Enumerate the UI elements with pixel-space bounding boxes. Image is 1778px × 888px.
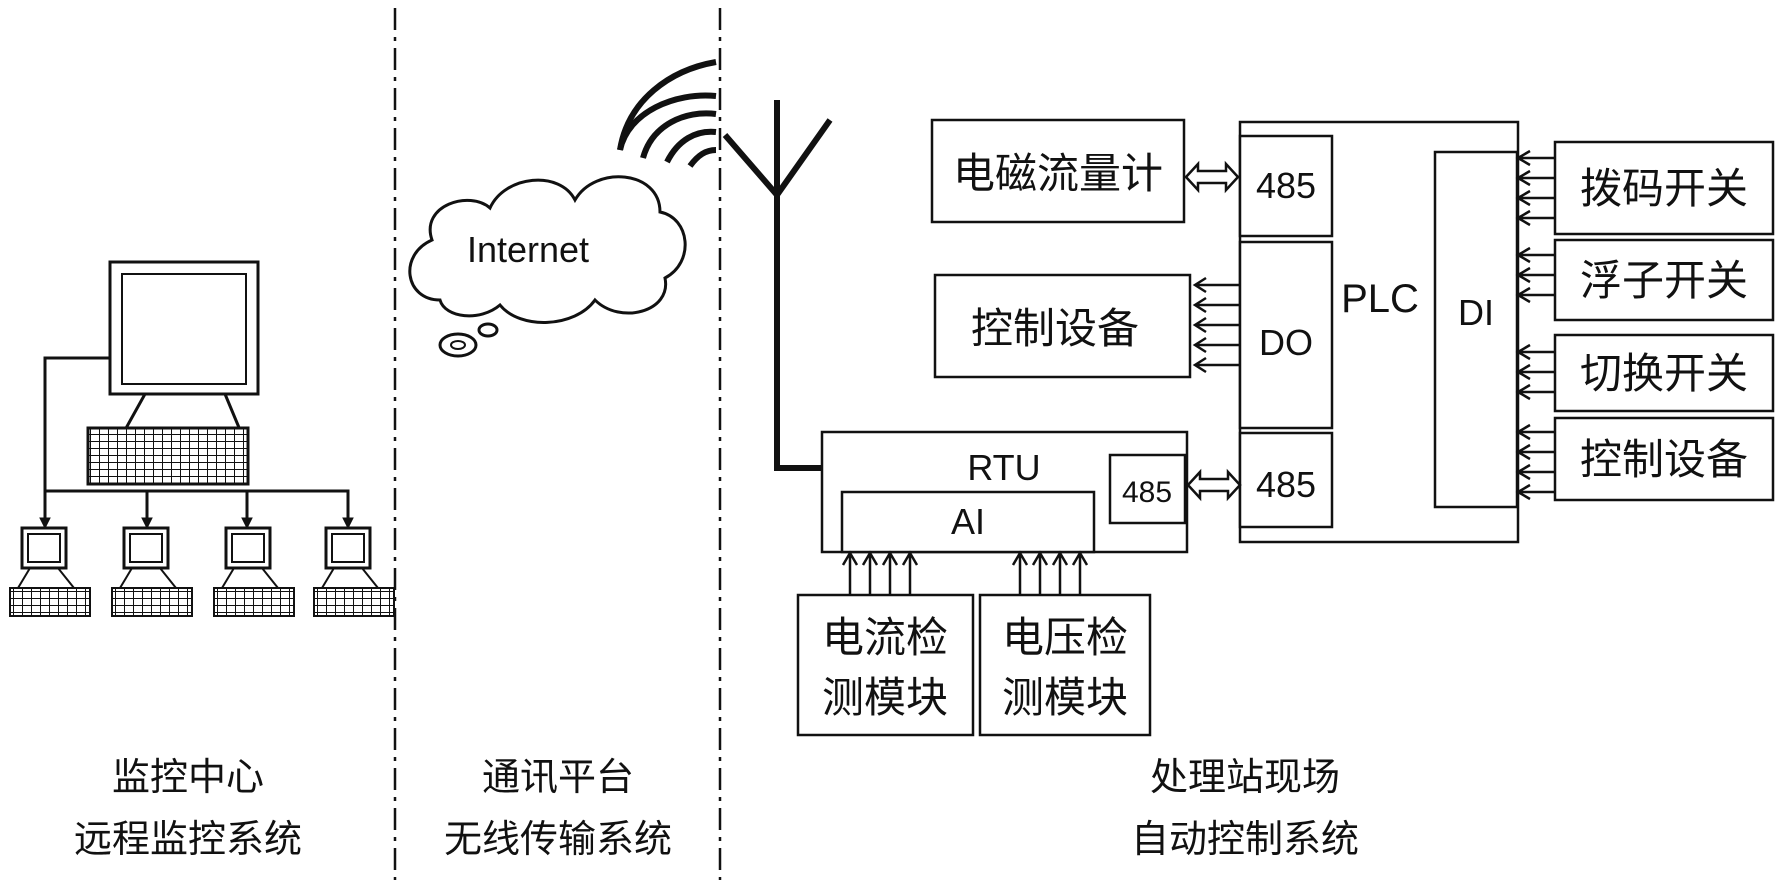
server-computer — [86, 260, 260, 486]
control-device-in-box — [1553, 416, 1775, 502]
float-switch-box — [1553, 238, 1775, 322]
current-module-line1: 电流检 — [822, 613, 948, 662]
control-device-in-label: 控制设备 — [1580, 435, 1748, 484]
flowmeter-box — [930, 118, 1186, 224]
plc-485-bottom-label: 485 — [1256, 464, 1316, 505]
rtu-485-port — [1108, 453, 1187, 525]
client-computer-1 — [8, 526, 92, 618]
monitor-caption-line2: 远程监控系统 — [74, 817, 302, 861]
internet-cloud-icon — [408, 175, 687, 358]
di-input-arrows — [1515, 149, 1555, 501]
client-computer-4 — [312, 526, 396, 618]
monitor-caption-line1: 监控中心 — [112, 755, 264, 799]
client-computer-3 — [212, 526, 296, 618]
do-output-arrows — [1192, 276, 1240, 374]
client-computer-2 — [110, 526, 194, 618]
site-caption-line2: 自动控制系统 — [1131, 817, 1359, 861]
plc-title: PLC — [1341, 277, 1419, 321]
rtu-ai-box — [840, 490, 1096, 554]
site-caption-line1: 处理站现场 — [1150, 755, 1340, 799]
rtu-485-label: 485 — [1122, 476, 1172, 509]
dip-switch-label: 拨码开关 — [1580, 164, 1748, 213]
plc-do-label: DO — [1259, 322, 1313, 363]
wireless-signal-icon — [617, 59, 717, 168]
rtu-ai-label: AI — [951, 501, 985, 542]
lan-connection-lines — [39, 356, 354, 530]
plc-di-label: DI — [1458, 292, 1494, 333]
current-module-box — [796, 593, 975, 737]
plc-485-top-port — [1238, 134, 1334, 238]
plc-do-box — [1238, 240, 1334, 430]
voltage-module-line2: 测模块 — [1002, 673, 1128, 722]
antenna-icon — [722, 100, 833, 471]
flowmeter-485-link — [1184, 160, 1240, 194]
voltage-module-line1: 电压检 — [1002, 613, 1128, 662]
change-switch-box — [1553, 333, 1775, 413]
control-device-out-box — [933, 273, 1192, 379]
ai-input-arrows — [841, 550, 1089, 595]
plc-485-bottom-port — [1238, 431, 1334, 529]
comm-caption-line2: 无线传输系统 — [444, 817, 672, 861]
current-module-line2: 测模块 — [822, 673, 948, 722]
change-switch-label: 切换开关 — [1580, 349, 1748, 398]
float-switch-label: 浮子开关 — [1580, 256, 1748, 305]
flowmeter-label: 电磁流量计 — [953, 149, 1163, 198]
rtu-plc-485-link — [1186, 468, 1242, 502]
dip-switch-box — [1553, 140, 1775, 236]
cloud-label: Internet — [467, 229, 589, 270]
rtu-title: RTU — [967, 447, 1040, 488]
control-device-out-label: 控制设备 — [971, 304, 1139, 353]
plc-di-box — [1433, 150, 1519, 509]
comm-caption-line1: 通讯平台 — [482, 755, 634, 799]
plc-485-top-label: 485 — [1256, 165, 1316, 206]
voltage-module-box — [978, 593, 1152, 737]
